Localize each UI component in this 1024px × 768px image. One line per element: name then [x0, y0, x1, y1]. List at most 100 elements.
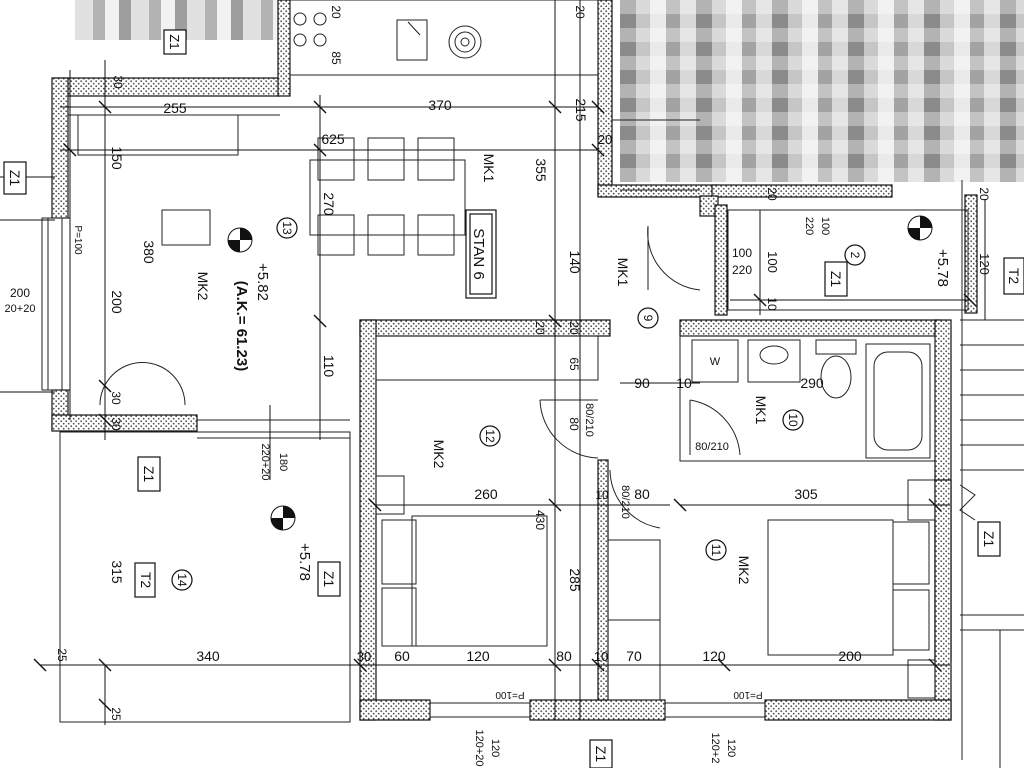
dim-315: 315 — [109, 560, 125, 584]
room-number-11: 11 — [709, 544, 723, 557]
room-number-13: 13 — [280, 221, 294, 235]
room-number-9: 9 — [641, 315, 655, 322]
dim-430: 430 — [533, 510, 547, 530]
window-code-z1-right: Z1 — [981, 531, 997, 548]
label-boxes — [3, 29, 1024, 768]
dim-110: 110 — [321, 355, 337, 378]
wall-mid-top — [597, 184, 719, 198]
wall-kitchen-left — [277, 0, 291, 97]
wall-bottom-mid — [529, 699, 666, 721]
window-code-z1-bedroom12: Z1 — [321, 571, 337, 588]
room-number-circles — [171, 217, 866, 591]
washer — [691, 339, 739, 383]
level-living: +5.82 — [254, 263, 271, 301]
parapet-bottom-1: P=100 — [495, 689, 525, 700]
room-number-14: 14 — [175, 573, 189, 587]
parapet-left: P=100 — [72, 225, 83, 255]
level-bath2: +5.78 — [934, 249, 951, 287]
dim-20-top-right: 20 — [573, 5, 587, 19]
level-marker-bath2 — [907, 215, 933, 241]
furniture-code-mk1-bath: MK1 — [753, 396, 769, 425]
dim-120-right: 120 — [977, 253, 992, 275]
dim-70: 70 — [626, 648, 642, 664]
wall-left-living — [51, 77, 69, 219]
dim-10-hall: 10 — [676, 375, 692, 391]
dim-10-hall-v: 10 — [595, 488, 609, 502]
door-code-bedroom12: 80/210 — [583, 403, 595, 437]
window-code-z1-left: Z1 — [7, 170, 23, 187]
dim-80-vertical: 80 — [567, 417, 581, 431]
dim-215: 215 — [573, 98, 589, 122]
dim-10-bath2: 10 — [765, 297, 779, 311]
room-number-10: 10 — [786, 413, 800, 427]
washbasin — [747, 339, 801, 383]
dim-120-bottom-2: 120 — [725, 739, 737, 757]
dim-150: 150 — [109, 146, 125, 170]
dim-20-mid: 20 — [598, 132, 612, 147]
terrace-outline — [59, 431, 351, 723]
window-code-z1-bottom: Z1 — [593, 746, 609, 763]
bed-11 — [767, 519, 894, 656]
dim-30-lower-2: 30 — [109, 417, 123, 431]
window-code-z1-terrace: Z1 — [141, 466, 157, 483]
dim-255: 255 — [163, 100, 187, 116]
dim-305: 305 — [794, 486, 818, 502]
level-ak: (A.K.= 61.23) — [233, 281, 250, 371]
dim-20-right: 20 — [977, 187, 991, 201]
dining-table — [309, 159, 466, 236]
dim-370: 370 — [428, 97, 452, 113]
dim-85: 85 — [329, 51, 343, 65]
furniture-code-mk2-bedroom12: MK2 — [431, 440, 447, 469]
dim-120-2-bottom: 120+2 — [709, 733, 721, 764]
dim-340: 340 — [196, 648, 220, 664]
bathroom-outline — [679, 335, 936, 462]
level-marker-living — [227, 227, 253, 253]
apartment-name: STAN 6 — [470, 228, 487, 279]
dim-90-hall: 90 — [634, 375, 650, 391]
window-code-z1-bath2: Z1 — [828, 271, 844, 288]
sofa-living — [77, 114, 239, 156]
window-code-z1-top: Z1 — [167, 34, 182, 49]
furniture-code-mk1-hall: MK1 — [615, 258, 631, 287]
dim-180: 180 — [277, 453, 289, 471]
furniture-code-mk1-kitchen: MK1 — [481, 154, 497, 183]
door-code-bath: 80/210 — [695, 441, 729, 453]
bed-12 — [411, 515, 548, 647]
dim-20-bath2: 20 — [765, 187, 779, 201]
dim-60: 60 — [394, 648, 410, 664]
wall-bath2-right — [964, 194, 978, 314]
dim-140: 140 — [567, 250, 583, 274]
dim-100-bath2: 100 — [732, 246, 752, 260]
bathtub — [865, 343, 931, 459]
dim-290: 290 — [800, 375, 824, 391]
dim-20-b12-2: 20 — [567, 321, 581, 335]
dim-220-bath2-top: 220 — [803, 217, 815, 235]
furniture-code-mk2-living: MK2 — [195, 272, 211, 301]
dim-120-bottom-1: 120 — [489, 739, 501, 757]
dim-65: 65 — [567, 357, 581, 371]
dim-10-bottom: 10 — [594, 649, 608, 664]
dim-200-living: 200 — [109, 290, 125, 314]
door-code-hall: 80/210 — [619, 485, 631, 519]
dim-220-20: 220+20 — [259, 443, 271, 480]
dim-380: 380 — [141, 240, 157, 264]
dim-20-top: 20 — [329, 5, 343, 19]
dimension-lines — [0, 0, 986, 725]
kitchen-counter — [289, 0, 599, 76]
dim-30-top: 30 — [111, 75, 125, 89]
wall-top-living — [54, 77, 281, 97]
dimension-ticks — [33, 100, 977, 712]
dim-30-lower-1: 30 — [109, 391, 123, 405]
parapet-bottom-2: P=100 — [733, 689, 763, 700]
walls — [51, 0, 978, 721]
dim-20-20-left: 20+20 — [5, 303, 36, 315]
dim-100-bath2-v: 100 — [765, 251, 780, 273]
room-number-2: 2 — [848, 252, 862, 259]
plan-lines — [41, 0, 1024, 768]
window-frame-left — [41, 217, 71, 391]
window-code-t2-right: T2 — [1006, 268, 1022, 285]
wall-bath2-left — [714, 204, 728, 316]
dim-80-bottom: 80 — [556, 648, 572, 664]
dim-355: 355 — [533, 158, 549, 182]
